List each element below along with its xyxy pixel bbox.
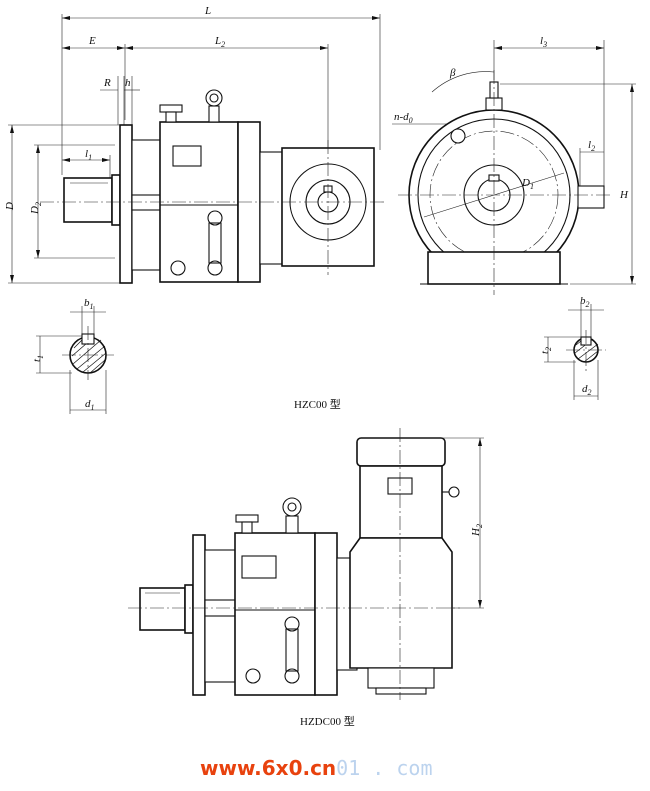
caption-hzdc00: HZDC00 型 xyxy=(300,714,355,728)
label-E: E xyxy=(88,35,96,47)
label-H: H xyxy=(619,189,629,201)
label-beta: β xyxy=(449,67,456,79)
label-t2: t2 xyxy=(539,347,553,354)
label-nd0: n-d0 xyxy=(394,111,413,125)
hzdc00-side-view: H2 xyxy=(128,428,484,700)
label-l3: l3 xyxy=(540,35,547,49)
caption-hzc00: HZC00 型 xyxy=(294,397,341,411)
label-R: R xyxy=(103,77,111,89)
label-b1: b1 xyxy=(84,297,94,311)
hzc00-side-view: L E L2 R h D D2 xyxy=(4,5,385,284)
label-d2: d2 xyxy=(582,383,592,397)
label-l1: l1 xyxy=(85,148,92,162)
watermark: www.6x0.cn01 . com xyxy=(200,756,500,782)
hzc00-end-view: l3 β n-d0 D1 l2 H xyxy=(392,35,636,295)
shaft-section-d2: b2 t2 d2 xyxy=(539,295,606,400)
label-D2: D2 xyxy=(29,202,43,215)
watermark-bold: www.6x0.cn xyxy=(200,756,337,780)
label-t1: t1 xyxy=(31,355,45,362)
label-D: D xyxy=(4,202,16,211)
label-H2: H2 xyxy=(470,524,484,537)
label-l2: l2 xyxy=(588,139,595,153)
label-h: h xyxy=(125,77,131,89)
shaft-section-d1: b1 t1 d1 xyxy=(31,297,114,414)
label-L2: L2 xyxy=(214,35,225,49)
label-L: L xyxy=(204,5,211,17)
watermark-faint: 01 . com xyxy=(336,756,433,780)
label-d1: d1 xyxy=(85,398,95,412)
label-b2: b2 xyxy=(580,295,590,309)
label-D1: D1 xyxy=(521,177,534,191)
